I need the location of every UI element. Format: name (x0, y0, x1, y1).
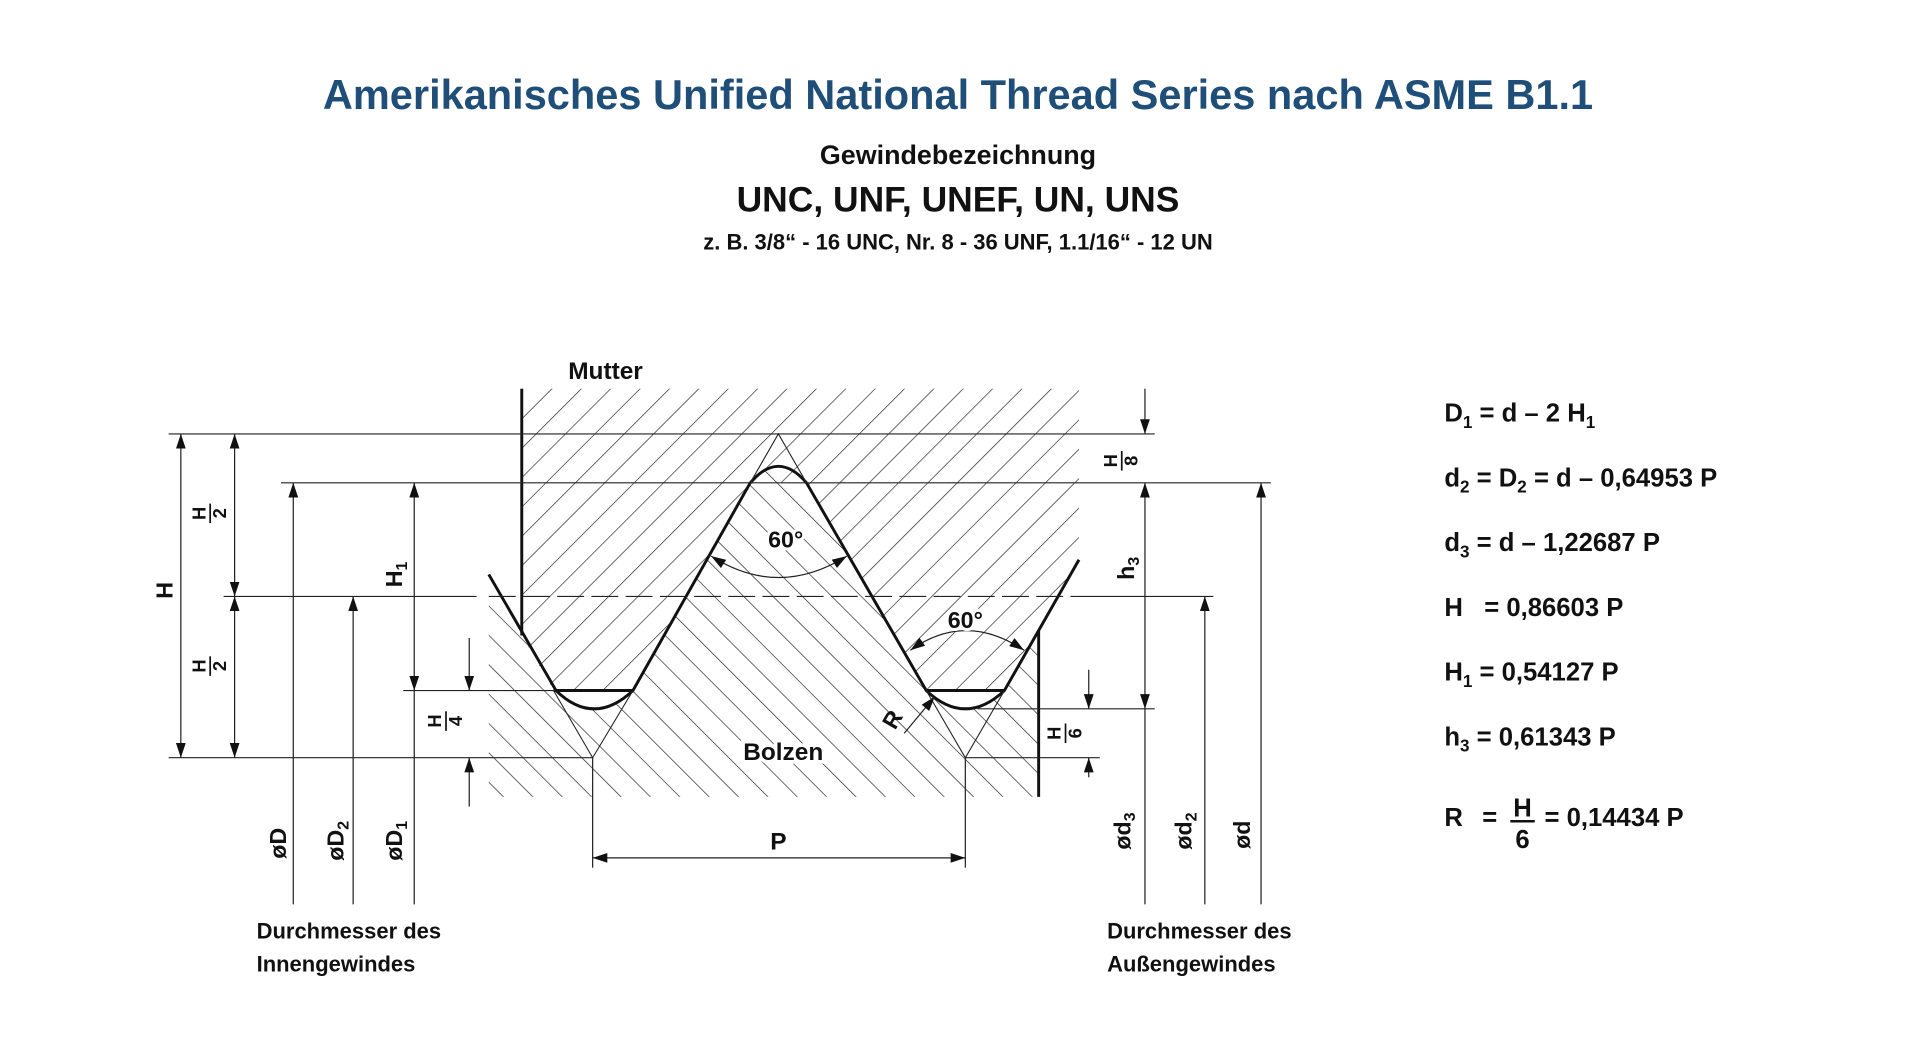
inner-diameter-label-2: Innengewindes (257, 952, 416, 977)
label-dia-d: ød (1229, 821, 1255, 849)
label-H-half-lower: H 2 (188, 656, 230, 676)
bolt-section (488, 467, 1039, 797)
label-dia-D1: øD1 (381, 821, 411, 861)
formula-R-den: 6 (1515, 826, 1529, 854)
label-dia-d3: ød3 (1109, 812, 1139, 849)
formula-H1: H1 = 0,54127 P (1444, 659, 1618, 691)
frac-den: 8 (1121, 456, 1142, 466)
subtitle: Gewindebezeichnung (820, 140, 1096, 170)
thread-series: UNC, UNF, UNEF, UN, UNS (737, 180, 1180, 220)
angle-arc-right (909, 630, 1025, 651)
frac-den: 2 (209, 508, 230, 518)
outer-diameter-label-1: Durchmesser des (1107, 919, 1292, 944)
label-H: H (151, 582, 177, 599)
label-dia-D2: øD2 (322, 821, 352, 861)
frac-num: H (188, 659, 209, 672)
frac-num: H (188, 507, 209, 520)
angle-label-top: 60° (768, 527, 803, 553)
angle-label-right: 60° (948, 607, 983, 633)
example-designations: z. B. 3/8“ - 16 UNC, Nr. 8 - 36 UNF, 1.1… (703, 229, 1212, 254)
label-H-quarter: H 4 (424, 711, 466, 731)
nut-section (521, 388, 1079, 691)
formula-R-eq: = (1482, 804, 1497, 832)
pitch-label: P (770, 828, 786, 855)
inner-diameter-label-1: Durchmesser des (257, 919, 442, 944)
frac-num: H (424, 714, 445, 727)
formula-list: D1 = d – 2 H1 d2 = D2 = d – 0,64953 P d3… (1444, 400, 1717, 854)
formula-R-num: H (1513, 794, 1532, 822)
formula-D1: D1 = d – 2 H1 (1444, 400, 1595, 432)
frac-den: 6 (1064, 728, 1085, 738)
label-dia-D: øD (265, 828, 291, 859)
formula-d2: d2 = D2 = d – 0,64953 P (1444, 464, 1717, 496)
frac-num: H (1100, 454, 1121, 467)
label-H-eighth: H 8 (1100, 451, 1142, 471)
label-H1: H1 (381, 561, 411, 587)
formula-d3: d3 = d – 1,22687 P (1444, 529, 1660, 561)
frac-den: 4 (445, 715, 466, 726)
thread-profile (487, 465, 1081, 711)
formula-R: R = H 6 = 0,14434 P (1444, 794, 1683, 854)
formula-R-rhs: = 0,14434 P (1545, 804, 1684, 832)
formula-R-lhs: R (1444, 804, 1463, 832)
frac-num: H (1044, 727, 1065, 740)
formula-h3: h3 = 0,61343 P (1444, 724, 1615, 756)
outer-diameter-label-2: Außengewindes (1107, 952, 1276, 977)
label-H-half-upper: H 2 (188, 503, 230, 524)
angle-arc-top (710, 555, 848, 578)
page-title: Amerikanisches Unified National Thread S… (323, 71, 1593, 118)
bolt-label: Bolzen (743, 739, 823, 766)
nut-label: Mutter (568, 358, 643, 385)
label-dia-d2: ød2 (1170, 812, 1200, 849)
label-h3: h3 (1113, 557, 1143, 580)
label-H-sixth: H 6 (1044, 723, 1085, 744)
frac-den: 2 (209, 661, 230, 671)
formula-H: H = 0,86603 P (1444, 594, 1623, 622)
radius-leader (903, 696, 936, 734)
